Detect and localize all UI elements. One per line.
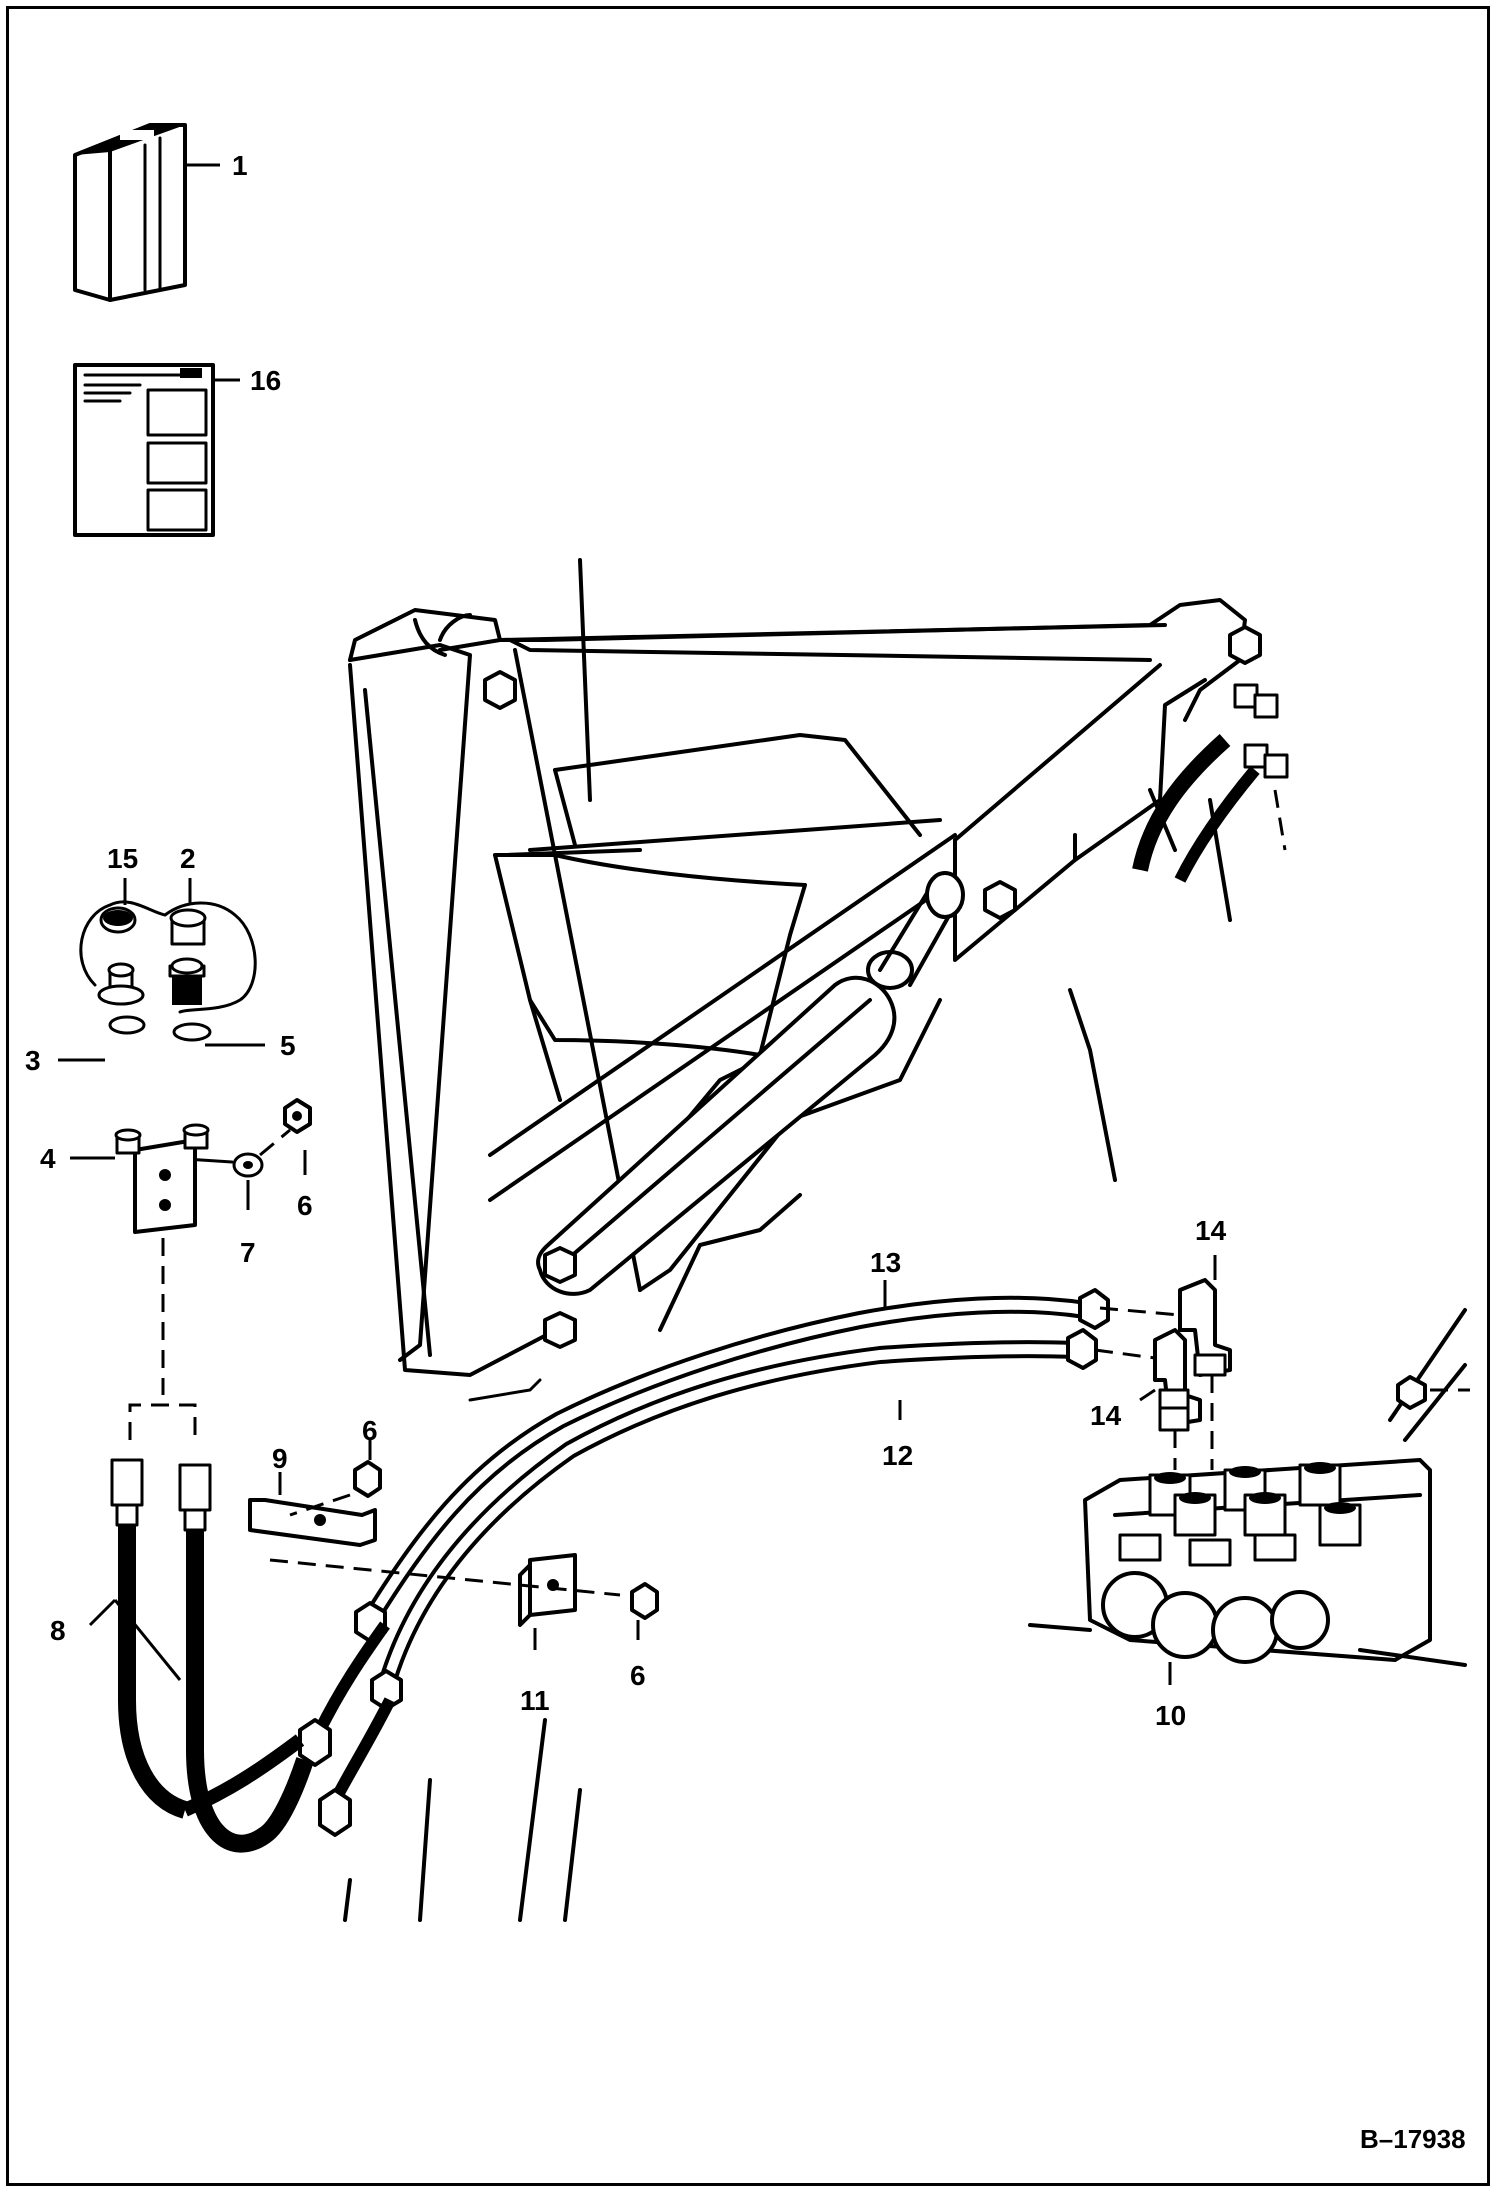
callout-16: 16 <box>250 365 281 396</box>
part-1-manual-box <box>73 123 187 302</box>
callout-4: 4 <box>40 1143 56 1174</box>
callout-15: 15 <box>107 843 138 874</box>
callout-6-upper: 6 <box>297 1190 313 1221</box>
fitting-bracket <box>114 1123 210 1234</box>
fitting-kit <box>79 900 312 1178</box>
tube-13 <box>362 1288 1110 1625</box>
callout-13: 13 <box>870 1247 901 1278</box>
callout-14-lower: 14 <box>1090 1400 1122 1431</box>
tube-end-nuts <box>298 1601 403 1837</box>
callout-5: 5 <box>280 1030 296 1061</box>
callout-3: 3 <box>25 1045 41 1076</box>
figure-reference-code: B–17938 <box>1360 2124 1466 2154</box>
callout-6-lower: 6 <box>630 1660 646 1691</box>
tube-12 <box>376 1328 1098 1693</box>
part-11-clamp <box>269 1553 621 1650</box>
bracket-to-hose-dash <box>128 1238 197 1440</box>
background-frame-lines <box>343 1718 582 1922</box>
callout-6-middle: 6 <box>362 1415 378 1446</box>
leader-lines <box>58 163 902 1681</box>
callout-7: 7 <box>240 1237 256 1268</box>
part-10-control-valve <box>1028 1458 1467 1685</box>
upper-right-hoses <box>1132 683 1289 883</box>
hydraulic-cylinder <box>413 613 1262 1349</box>
callout-8: 8 <box>50 1615 66 1646</box>
callout-1: 1 <box>232 150 248 181</box>
drawing-frame <box>6 6 1490 2186</box>
callout-labels: 1 16 15 2 3 5 4 6 7 6 9 8 11 6 13 12 14 … <box>25 150 1466 2154</box>
part-14-elbows <box>1094 1255 1232 1470</box>
callout-9: 9 <box>272 1443 288 1474</box>
callout-10: 10 <box>1155 1700 1186 1731</box>
right-side-lines <box>1388 1308 1470 1442</box>
boom-inner-plate <box>493 853 807 1102</box>
callout-2: 2 <box>180 843 196 874</box>
part-16-decal-sheet <box>73 363 215 537</box>
part-9-bracket <box>248 1472 377 1547</box>
callout-14-upper: 14 <box>1195 1215 1227 1246</box>
callout-11: 11 <box>520 1685 550 1716</box>
callout-12: 12 <box>882 1440 913 1471</box>
part-6-nuts <box>289 1460 659 1620</box>
part-8-hoses <box>110 1458 314 1853</box>
